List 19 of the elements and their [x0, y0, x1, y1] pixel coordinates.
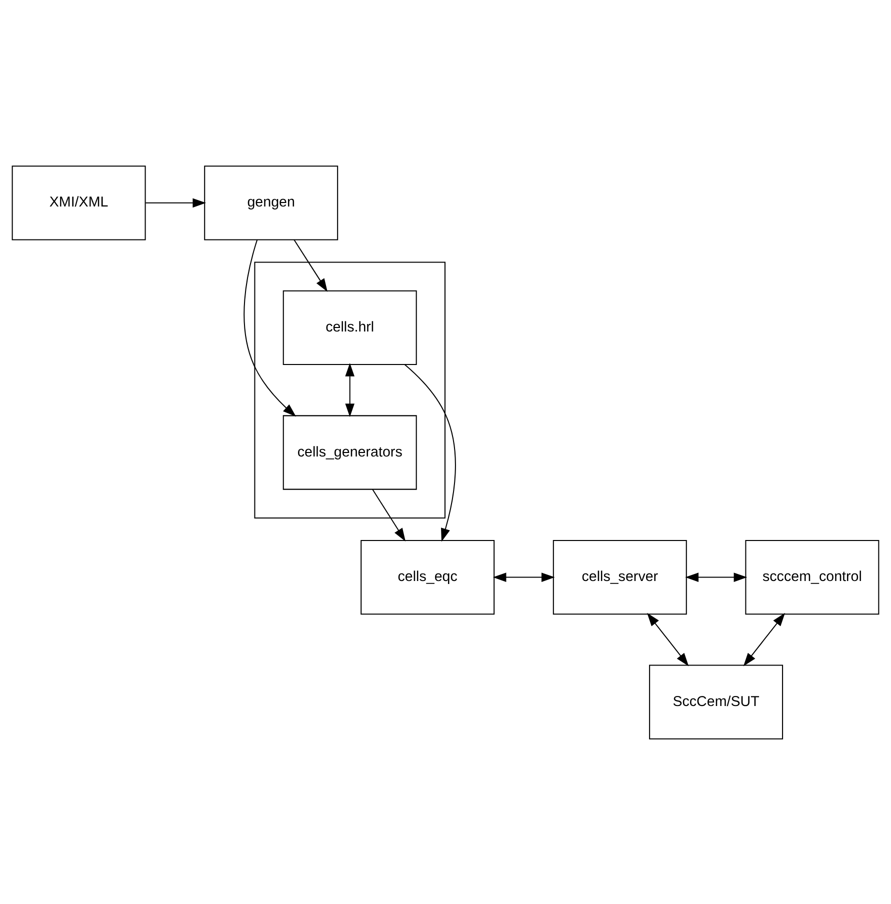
node-box: cells.hrl [282, 290, 417, 365]
arrow [492, 572, 555, 582]
node-box: cells_server [552, 539, 687, 614]
arrow [294, 239, 328, 292]
arrow [372, 488, 406, 541]
node-box: cells_eqc [360, 539, 495, 614]
node-box: XMI/XML [12, 165, 146, 240]
arrow [404, 364, 456, 542]
arrow [146, 198, 206, 208]
arrow [685, 572, 748, 582]
node-box: scccem_control [745, 539, 880, 614]
cluster [254, 261, 446, 518]
arrow [647, 612, 689, 666]
arrow [345, 362, 355, 416]
node-box: SccCem/SUT [649, 664, 784, 739]
arrow [244, 239, 296, 416]
node-box: cells_generators [282, 414, 417, 490]
node-box: gengen [204, 165, 338, 240]
arrow [743, 612, 786, 666]
